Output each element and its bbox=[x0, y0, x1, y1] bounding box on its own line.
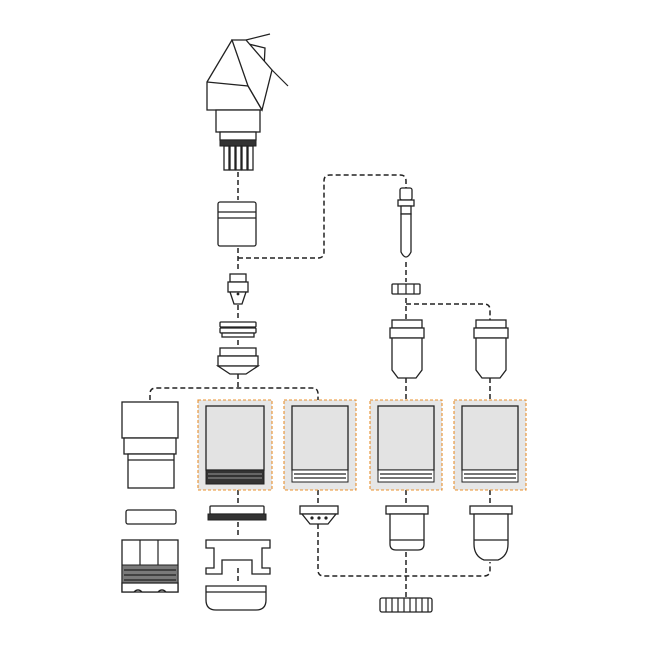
small-nozzle bbox=[227, 273, 249, 305]
objective-lens-b bbox=[473, 319, 509, 379]
cup-holder-a bbox=[385, 505, 429, 551]
head-ring bbox=[219, 131, 257, 141]
head-knurl bbox=[219, 139, 257, 147]
multi-chamber-tray bbox=[121, 539, 179, 593]
left-disc bbox=[125, 509, 177, 525]
objective-lens-a bbox=[389, 319, 425, 379]
connector-right-fork bbox=[406, 303, 491, 320]
vessel-box-4 bbox=[453, 399, 527, 491]
head-collar bbox=[215, 109, 261, 133]
knurled-knob bbox=[379, 597, 433, 613]
head-side bbox=[231, 39, 273, 112]
connector-bottom-loop bbox=[317, 524, 491, 577]
cup-holder-b bbox=[469, 505, 513, 561]
right-coupling bbox=[391, 283, 421, 295]
tube-stack bbox=[121, 401, 179, 489]
clamp-bracket bbox=[205, 539, 271, 575]
vessel-box-1 bbox=[197, 399, 273, 491]
head-ocular-line-2 bbox=[271, 69, 289, 87]
connector-branch-to-right bbox=[238, 174, 407, 259]
base-cap bbox=[205, 585, 267, 611]
adapter-cylinder bbox=[217, 201, 257, 247]
vessel-box-2 bbox=[283, 399, 357, 491]
vessel-box-3 bbox=[369, 399, 443, 491]
small-filter-cap bbox=[299, 505, 339, 525]
eyepiece-head bbox=[206, 33, 289, 171]
connector-top-group bbox=[149, 374, 319, 400]
head-ocular-line-1 bbox=[245, 33, 271, 41]
connector-lines bbox=[149, 172, 491, 598]
threaded-ring bbox=[207, 505, 267, 521]
head-prism-fins bbox=[223, 145, 254, 171]
head-edge bbox=[206, 81, 263, 111]
cone-mount bbox=[215, 347, 261, 375]
thin-ring bbox=[219, 321, 257, 338]
highlighted-vessel-group bbox=[197, 399, 527, 491]
rod-probe bbox=[397, 187, 415, 258]
